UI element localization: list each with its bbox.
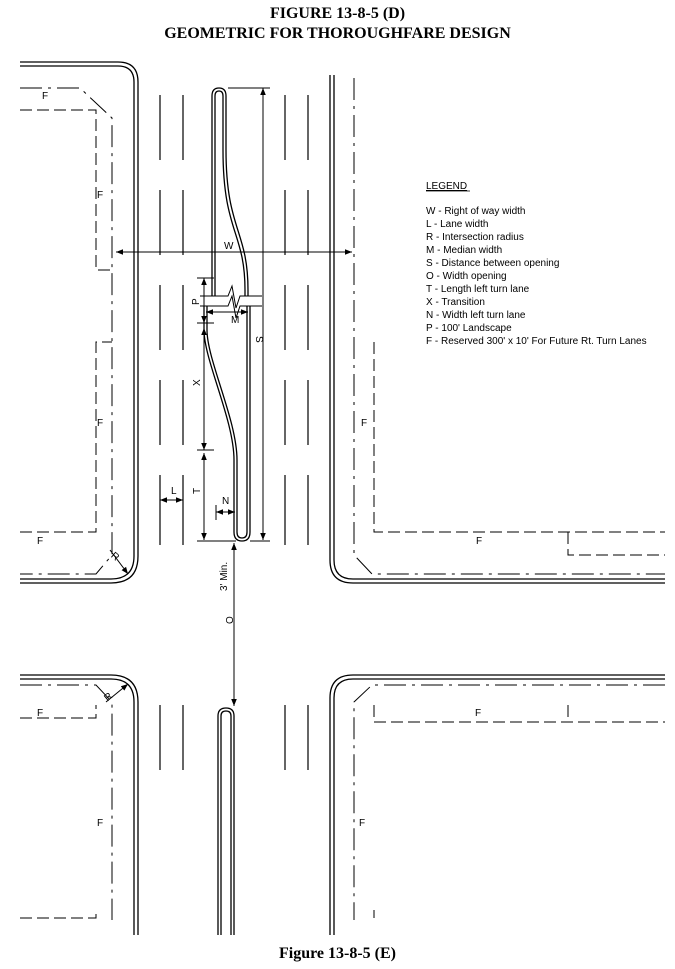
label-f: F (37, 536, 43, 547)
legend-item: S - Distance between opening (426, 258, 559, 269)
right-of-way-lines (20, 78, 665, 920)
legend-item: F - Reserved 300' x 10' For Future Rt. T… (426, 336, 647, 347)
figure-title: FIGURE 13-8-5 (D) (269, 5, 406, 22)
label-x: X (192, 379, 203, 386)
legend-item: L - Lane width (426, 219, 488, 230)
label-r-bottom: R (102, 691, 115, 704)
label-f: F (476, 536, 482, 547)
curb-top-left (20, 61, 139, 584)
legend-heading: LEGEND (426, 181, 467, 192)
label-w: W (224, 241, 234, 252)
legend-item: N - Width left turn lane (426, 310, 526, 321)
dimensions (105, 87, 352, 706)
reserved-turn-lane-lines (20, 109, 665, 919)
legend: LEGEND W - Right of way width L - Lane w… (426, 181, 647, 347)
legend-item: O - Width opening (426, 271, 507, 282)
label-l: L (171, 486, 177, 497)
figure-caption: Figure 13-8-5 (E) (278, 945, 396, 962)
label-f: F (37, 708, 43, 719)
label-3-min: 3' Min. (219, 562, 230, 591)
diagram-labels: W S P M X T N L O 3' Min. R R F F F F F … (37, 91, 482, 829)
curb-top-right (329, 75, 665, 584)
dim-r-top (109, 549, 129, 575)
legend-item: P - 100' Landscape (426, 323, 512, 334)
legend-item: R - Intersection radius (426, 232, 524, 243)
legend-item: X - Transition (426, 297, 485, 308)
label-t: T (192, 488, 203, 494)
label-f: F (97, 190, 103, 201)
label-o: O (225, 616, 236, 624)
figure-subtitle: GEOMETRIC FOR THOROUGHFARE DESIGN (164, 25, 511, 42)
median-top (200, 87, 262, 542)
lane-markings (159, 95, 309, 770)
legend-item: M - Median width (426, 245, 502, 256)
label-f: F (42, 91, 48, 102)
label-f: F (361, 418, 367, 429)
label-f: F (97, 418, 103, 429)
dim-r-bottom (105, 683, 129, 703)
curb-bottom-right (329, 674, 665, 935)
label-m: M (231, 315, 239, 326)
label-f: F (475, 708, 481, 719)
median-nose-bottom (217, 707, 235, 935)
legend-item: T - Length left turn lane (426, 284, 530, 295)
label-p: P (191, 298, 202, 305)
road-edges (20, 61, 665, 935)
legend-item: W - Right of way width (426, 206, 525, 217)
label-n: N (222, 496, 229, 507)
label-f: F (359, 818, 365, 829)
curb-bottom-left (20, 674, 139, 935)
label-s: S (253, 336, 264, 343)
label-f: F (97, 818, 103, 829)
